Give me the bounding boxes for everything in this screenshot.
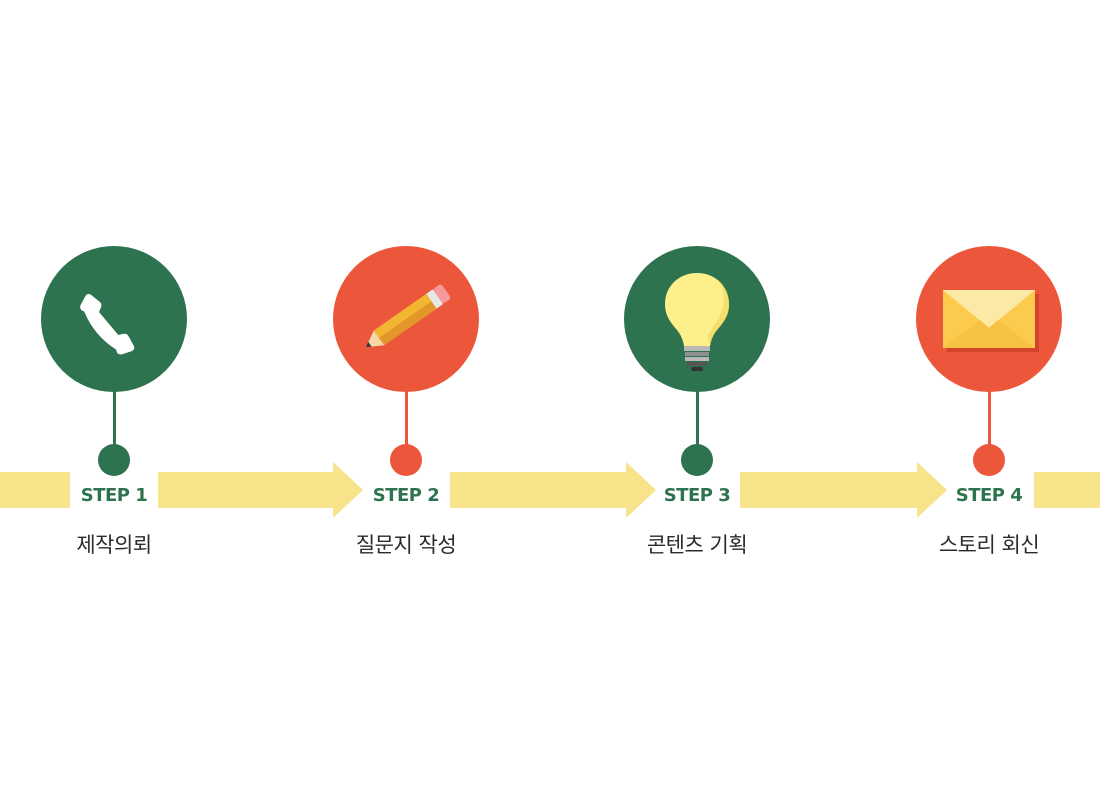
pencil-icon <box>365 284 451 348</box>
flow-arrow-head <box>917 462 947 518</box>
flow-band-segment <box>740 472 918 508</box>
step-3-connector <box>695 390 699 446</box>
step-3-name: 콘텐츠 기획 <box>646 533 748 557</box>
step-4-dot <box>973 444 1005 476</box>
flow-arrow-head <box>626 462 656 518</box>
step-2-label: STEP 2 <box>372 485 440 506</box>
step-4-name: 스토리 회신 <box>938 533 1040 557</box>
step-4-circle <box>916 246 1062 392</box>
step-1-circle <box>41 246 187 392</box>
step-4-connector <box>987 390 991 446</box>
envelope-icon <box>943 290 1039 352</box>
step-3-dot <box>681 444 713 476</box>
flow-band-segment <box>0 472 70 508</box>
step-1-name: 제작의뢰 <box>76 533 152 557</box>
flow-band-segment <box>1034 472 1100 508</box>
step-4-label: STEP 4 <box>955 485 1023 506</box>
step-3-label: STEP 3 <box>663 485 731 506</box>
flow-arrow-head <box>333 462 363 518</box>
step-2-name: 질문지 작성 <box>355 533 457 557</box>
step-1-label: STEP 1 <box>80 485 148 506</box>
phone-icon <box>80 293 135 355</box>
flow-band-segment <box>158 472 334 508</box>
step-3-circle <box>624 246 770 392</box>
flow-band-segment <box>450 472 627 508</box>
step-1-dot <box>98 444 130 476</box>
step-2-connector <box>404 390 408 446</box>
lightbulb-icon <box>665 273 729 371</box>
step-2-circle <box>333 246 479 392</box>
step-2-dot <box>390 444 422 476</box>
step-1-connector <box>112 390 116 446</box>
